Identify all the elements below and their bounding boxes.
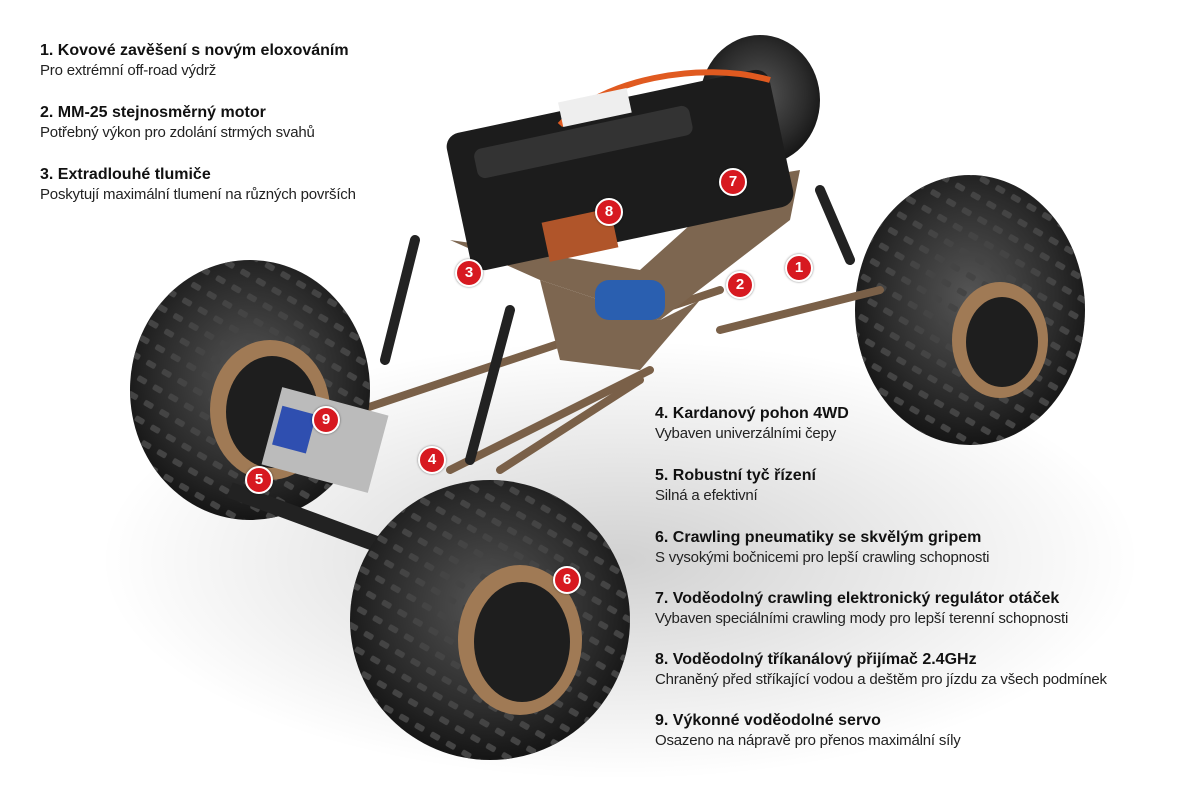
feature-description: Silná a efektivní — [655, 487, 758, 504]
feature-description: Vybaven univerzálními čepy — [655, 425, 837, 442]
feature-title: 1. Kovové zavěšení s novým eloxováním — [40, 42, 349, 59]
callout-badge-5: 5 — [245, 466, 273, 494]
feature-6: 6. Crawling pneumatiky se skvělým gripem… — [655, 528, 1175, 568]
feature-9: 9. Výkonné voděodolné servo Osazeno na n… — [655, 711, 1175, 751]
feature-description: Poskytují maximální tlumení na různých p… — [40, 186, 356, 203]
feature-description: Pro extrémní off-road výdrž — [40, 62, 217, 79]
feature-title: 8. Voděodolný tříkanálový přijímač 2.4GH… — [655, 651, 977, 668]
feature-1: 1. Kovové zavěšení s novým eloxováním Pr… — [40, 41, 560, 81]
feature-description: Vybaven speciálními crawling mody pro le… — [655, 610, 1069, 627]
callout-badge-6: 6 — [553, 566, 581, 594]
feature-title: 3. Extradlouhé tlumiče — [40, 166, 211, 183]
callout-badge-9: 9 — [312, 406, 340, 434]
feature-description: Chraněný před stříkající vodou a deštěm … — [655, 671, 1107, 688]
feature-title: 7. Voděodolný crawling elektronický regu… — [655, 590, 1060, 607]
feature-title: 4. Kardanový pohon 4WD — [655, 405, 849, 422]
feature-5: 5. Robustní tyč řízení Silná a efektivní — [655, 466, 1175, 506]
feature-8: 8. Voděodolný tříkanálový přijímač 2.4GH… — [655, 650, 1175, 690]
feature-description: Osazeno na nápravě pro přenos maximální … — [655, 732, 961, 749]
callout-badge-1: 1 — [785, 254, 813, 282]
feature-7: 7. Voděodolný crawling elektronický regu… — [655, 589, 1175, 629]
feature-title: 2. MM-25 stejnosměrný motor — [40, 104, 266, 121]
callout-badge-4: 4 — [418, 446, 446, 474]
feature-4: 4. Kardanový pohon 4WD Vybaven univerzál… — [655, 404, 1175, 444]
feature-description: Potřebný výkon pro zdolání strmých svahů — [40, 124, 315, 141]
callout-badge-7: 7 — [719, 168, 747, 196]
feature-description: S vysokými bočnicemi pro lepší crawling … — [655, 549, 990, 566]
shock-absorbers — [380, 185, 855, 465]
callout-badge-3: 3 — [455, 259, 483, 287]
feature-2: 2. MM-25 stejnosměrný motor Potřebný výk… — [40, 103, 560, 143]
wheel-right — [855, 175, 1085, 445]
feature-title: 5. Robustní tyč řízení — [655, 467, 816, 484]
callout-badge-2: 2 — [726, 271, 754, 299]
feature-title: 9. Výkonné voděodolné servo — [655, 712, 881, 729]
feature-title: 6. Crawling pneumatiky se skvělým gripem — [655, 529, 982, 546]
feature-3: 3. Extradlouhé tlumiče Poskytují maximál… — [40, 165, 560, 205]
callout-badge-8: 8 — [595, 198, 623, 226]
wheel-front — [350, 480, 630, 760]
electronics-tray — [446, 69, 794, 320]
